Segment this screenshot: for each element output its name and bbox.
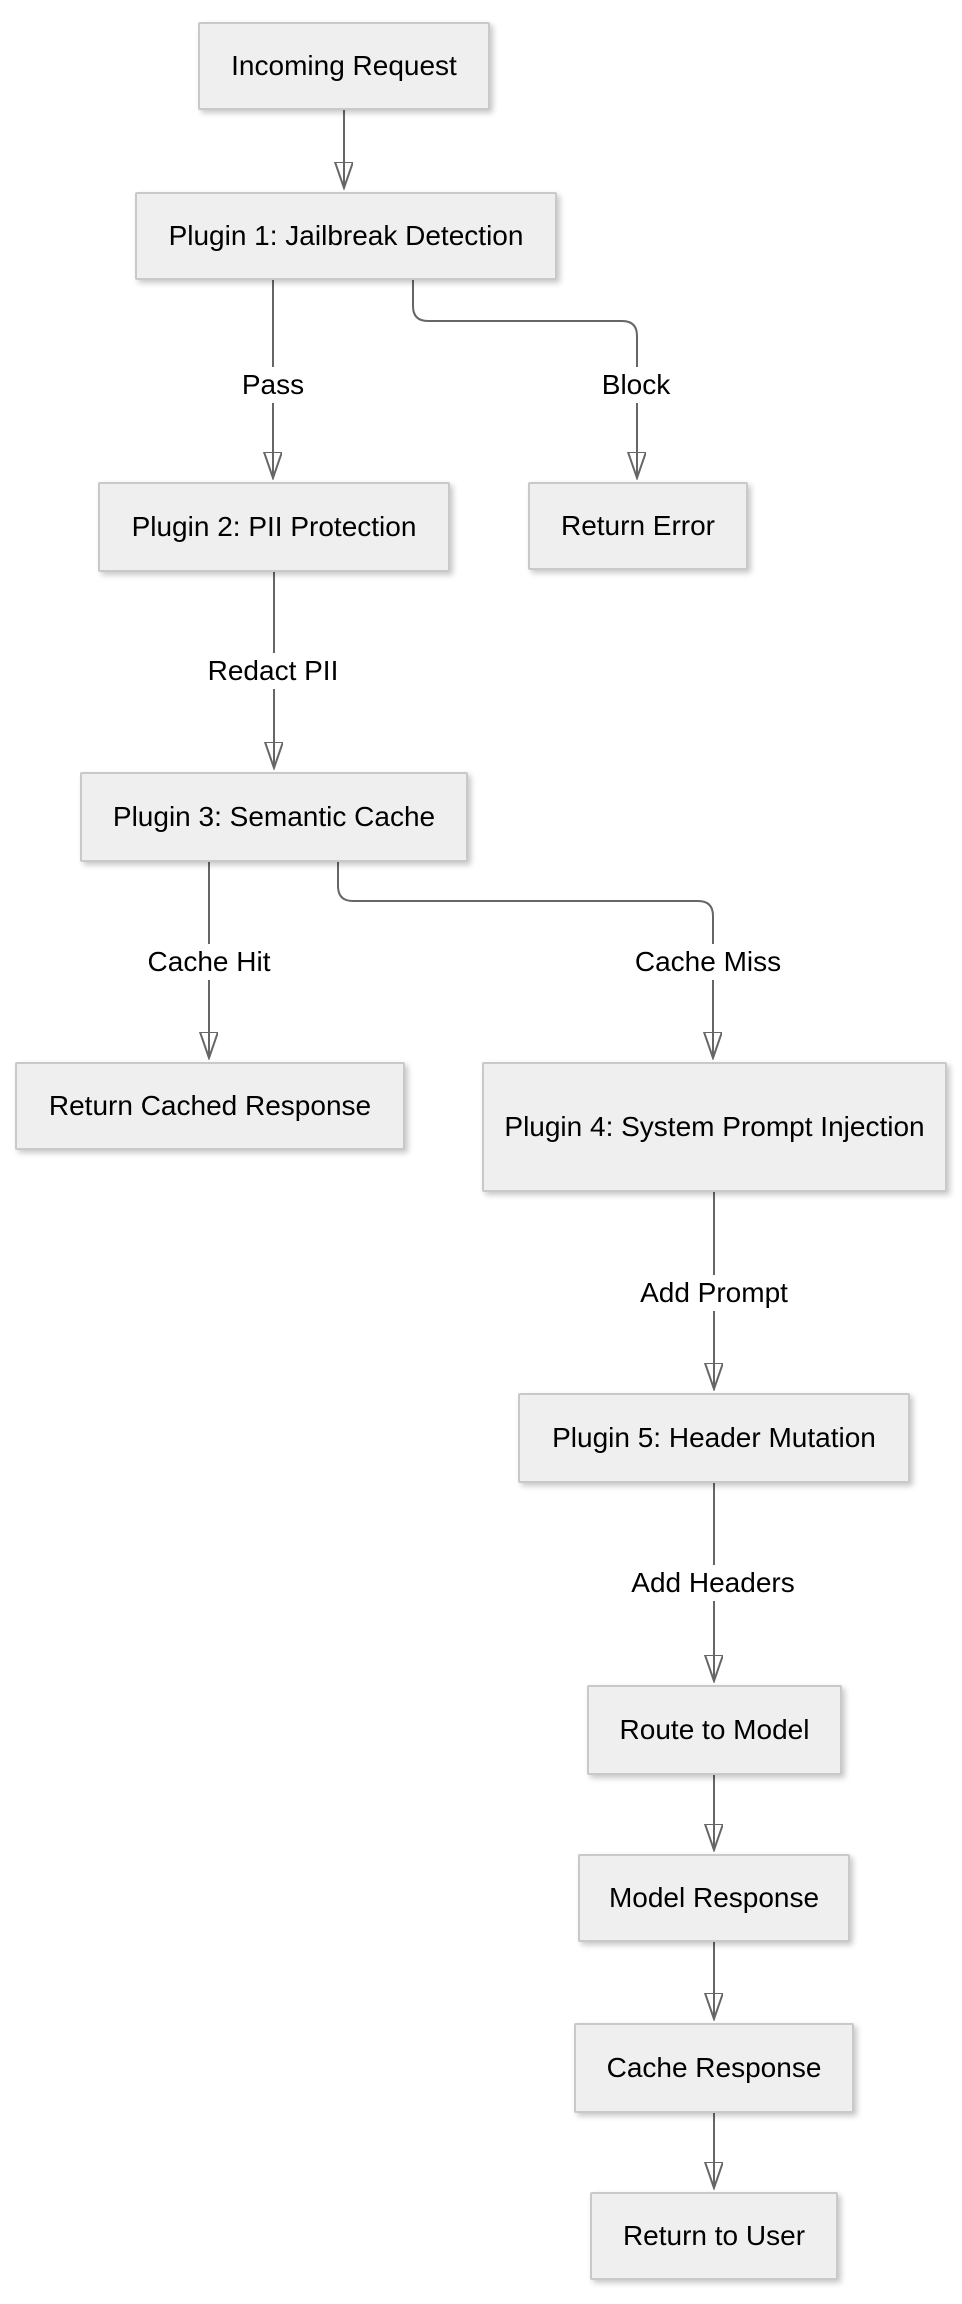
node-plugin3-semantic-cache: Plugin 3: Semantic Cache (80, 772, 468, 862)
node-plugin2-pii-protection: Plugin 2: PII Protection (98, 482, 450, 572)
edge-plugin1-to-return-error (412, 280, 637, 476)
node-plugin4-system-prompt-injection: Plugin 4: System Prompt Injection (482, 1062, 947, 1192)
edge-label-add-headers: Add Headers (623, 1565, 803, 1601)
node-plugin5-header-mutation: Plugin 5: Header Mutation (518, 1393, 910, 1483)
node-incoming-request: Incoming Request (198, 22, 490, 110)
node-cache-response: Cache Response (574, 2023, 854, 2113)
node-route-to-model: Route to Model (587, 1685, 842, 1775)
edge-plugin3-to-plugin4 (337, 862, 713, 1056)
node-model-response: Model Response (578, 1854, 850, 1942)
node-return-to-user: Return to User (590, 2192, 838, 2280)
node-return-cached-response: Return Cached Response (15, 1062, 405, 1150)
node-plugin1-jailbreak-detection: Plugin 1: Jailbreak Detection (135, 192, 557, 280)
edge-label-block: Block (593, 367, 679, 403)
edge-label-pass: Pass (233, 367, 313, 403)
edge-label-redact-pii: Redact PII (199, 653, 347, 689)
edge-label-cache-miss: Cache Miss (626, 944, 790, 980)
node-return-error: Return Error (528, 482, 748, 570)
edge-label-cache-hit: Cache Hit (139, 944, 279, 980)
edge-label-add-prompt: Add Prompt (632, 1275, 796, 1311)
